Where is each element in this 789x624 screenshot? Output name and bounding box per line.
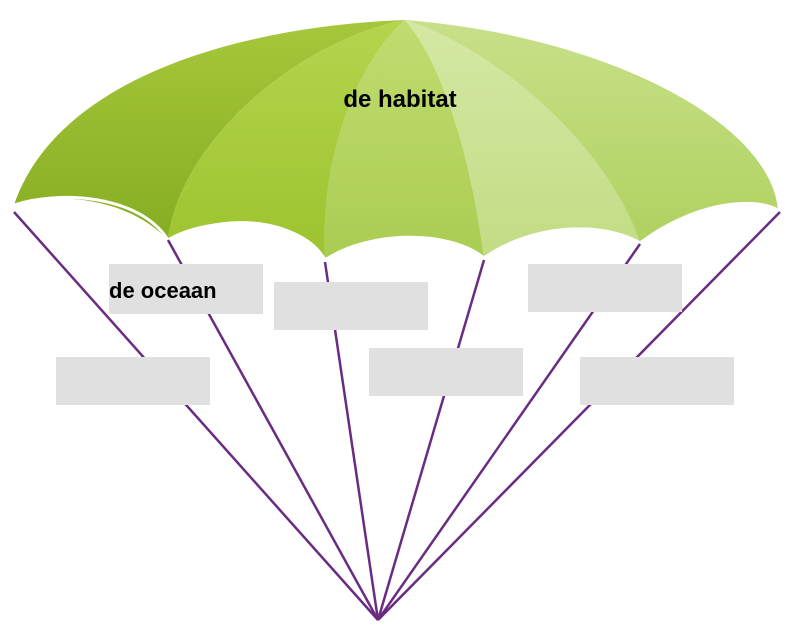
canopy-panel-2 bbox=[168, 20, 405, 260]
label-box-empty-2[interactable] bbox=[274, 282, 428, 330]
canopy-panel-5 bbox=[405, 20, 778, 243]
label-box-oceaan[interactable]: de oceaan bbox=[109, 264, 263, 314]
canopy-bottom-edge bbox=[13, 195, 779, 263]
line-4 bbox=[376, 259, 486, 621]
label-box-empty-5[interactable] bbox=[369, 348, 523, 396]
line-1 bbox=[13, 211, 379, 621]
line-6 bbox=[377, 211, 781, 621]
label-box-empty-4[interactable] bbox=[56, 357, 210, 405]
canopy-panel-3 bbox=[324, 20, 484, 260]
diagram-title: de habitat bbox=[343, 86, 457, 113]
label-box-empty-6[interactable] bbox=[580, 357, 734, 405]
canopy-panel-4 bbox=[405, 20, 640, 258]
label-box-empty-3[interactable] bbox=[528, 264, 682, 312]
canopy-panel-1 bbox=[14, 20, 405, 240]
